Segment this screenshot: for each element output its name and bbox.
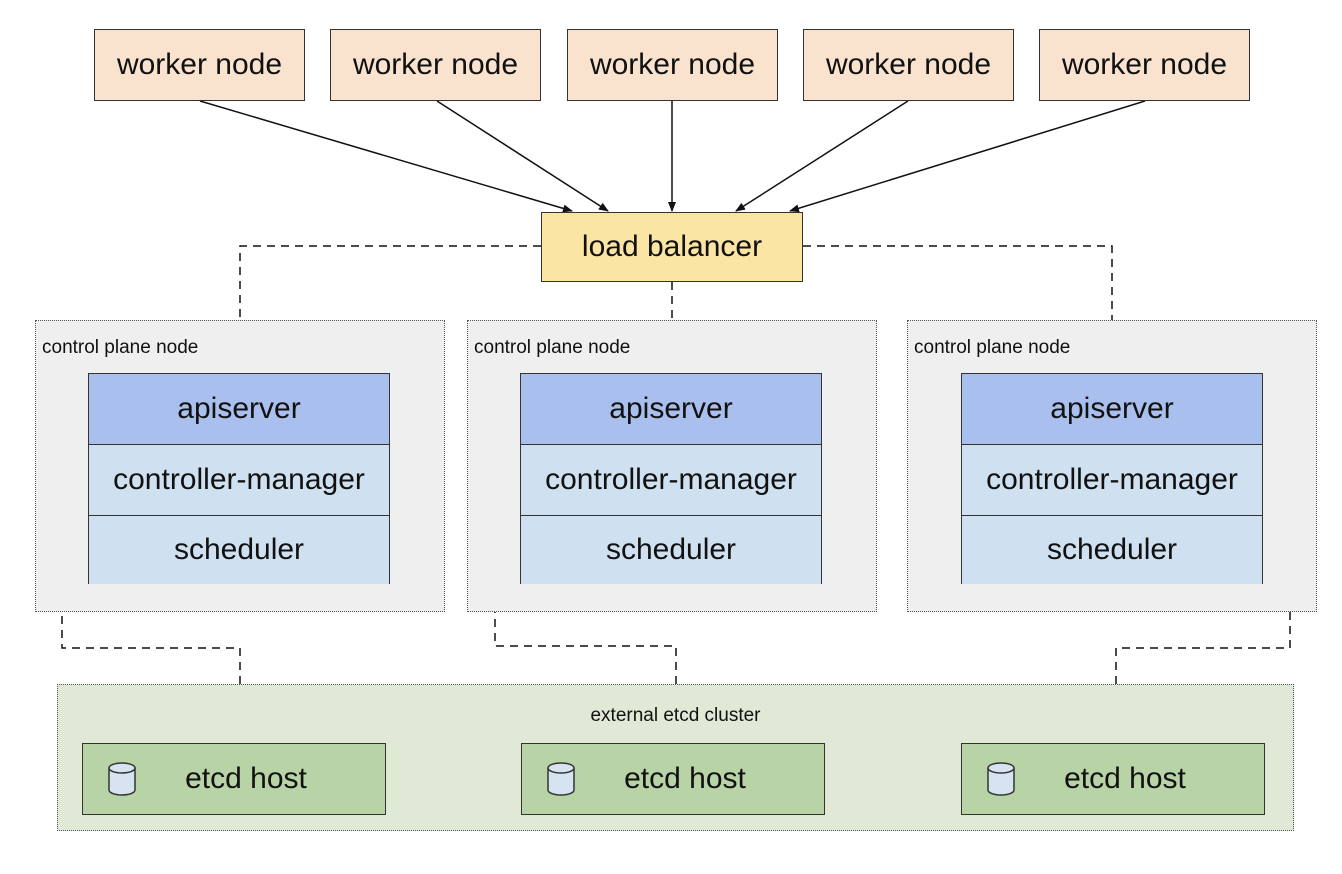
apiserver-box: apiserver xyxy=(89,374,389,445)
worker-to-lb-arrows xyxy=(199,100,1146,213)
control-plane-label: control plane node xyxy=(42,337,199,358)
arrow-worker-1 xyxy=(199,100,573,213)
controller-manager-box: controller-manager xyxy=(89,445,389,516)
worker-node-4: worker node xyxy=(803,29,1014,101)
controller-manager-box: controller-manager xyxy=(962,445,1262,516)
controller-manager-box: controller-manager xyxy=(521,445,821,516)
apiserver-box: apiserver xyxy=(521,374,821,445)
etcd-host-label: etcd host xyxy=(1064,762,1186,795)
scheduler-box: scheduler xyxy=(521,516,821,584)
arrow-worker-4 xyxy=(735,100,909,212)
component-stack-1: apiserver controller-manager scheduler xyxy=(88,373,390,584)
database-icon xyxy=(987,762,1015,796)
arrow-worker-2 xyxy=(436,100,609,212)
etcd-host-2: etcd host xyxy=(521,743,825,815)
etcd-host-1: etcd host xyxy=(82,743,386,815)
etcd-host-label: etcd host xyxy=(185,762,307,795)
apiserver-box: apiserver xyxy=(962,374,1262,445)
control-plane-label: control plane node xyxy=(914,337,1071,358)
load-balancer: load balancer xyxy=(541,212,803,282)
worker-node-5: worker node xyxy=(1039,29,1250,101)
arrow-worker-5 xyxy=(789,100,1146,213)
worker-node-3: worker node xyxy=(567,29,778,101)
component-stack-3: apiserver controller-manager scheduler xyxy=(961,373,1263,584)
database-icon xyxy=(547,762,575,796)
database-icon xyxy=(108,762,136,796)
control-plane-label: control plane node xyxy=(474,337,631,358)
apiserver-etcd-3 xyxy=(1112,406,1291,693)
etcd-host-label: etcd host xyxy=(624,762,746,795)
component-stack-2: apiserver controller-manager scheduler xyxy=(520,373,822,584)
scheduler-box: scheduler xyxy=(962,516,1262,584)
apiserver-etcd-1 xyxy=(61,406,244,693)
worker-node-1: worker node xyxy=(94,29,305,101)
etcd-host-3: etcd host xyxy=(961,743,1265,815)
scheduler-box: scheduler xyxy=(89,516,389,584)
etcd-cluster-label: external etcd cluster xyxy=(590,705,761,726)
worker-node-2: worker node xyxy=(330,29,541,101)
